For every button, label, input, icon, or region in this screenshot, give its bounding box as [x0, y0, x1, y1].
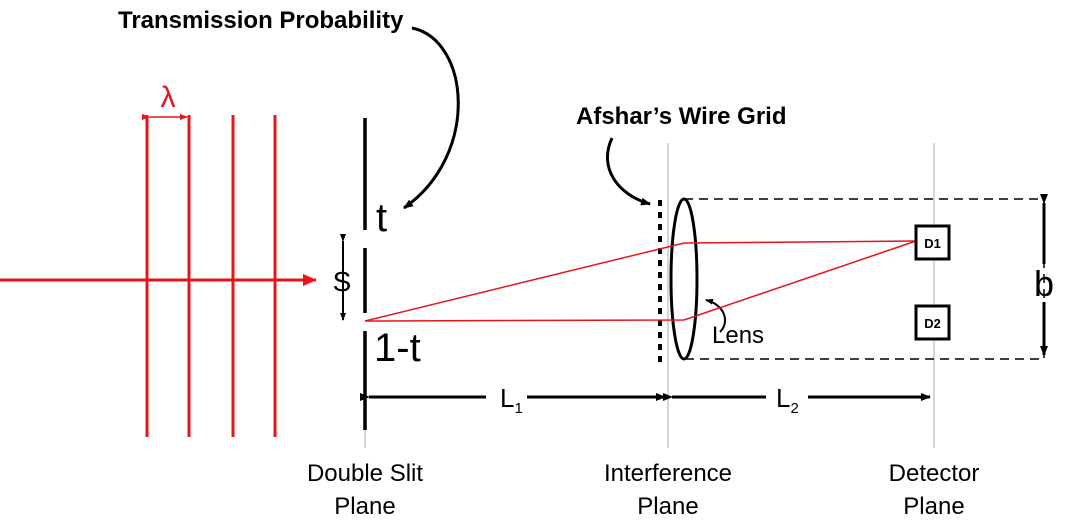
detection-region-box [684, 198, 1045, 360]
detector-d2-label: D2 [924, 316, 941, 331]
b-label: b [1034, 263, 1054, 304]
one-minus-t-label: 1-t [374, 326, 421, 370]
transmission-probability-label: Transmission Probability [118, 7, 404, 34]
transmission-arrow [403, 26, 460, 210]
lens [669, 197, 699, 361]
wavefronts [145, 115, 277, 437]
beam-paths [364, 240, 917, 322]
wavelength-label: λ [161, 81, 176, 114]
lens-label: Lens [712, 322, 764, 349]
l2-label: L2 [776, 383, 799, 417]
detector-d1-label: D1 [924, 236, 941, 251]
wire-grid-arrow [606, 137, 651, 206]
interference-caption-line2: Plane [637, 493, 698, 520]
t-label: t [376, 196, 387, 240]
detector-caption-line1: Detector [889, 460, 980, 487]
detector-caption-line2: Plane [903, 493, 964, 520]
lower-beam-path [364, 240, 917, 322]
slit-separation-label: S [333, 266, 352, 297]
upper-beam-path [364, 240, 917, 322]
lens-pointer-arrow [705, 298, 726, 333]
l1-label: L1 [500, 383, 523, 417]
double-slit-caption-line2: Plane [334, 493, 395, 520]
detector-d2 [914, 304, 951, 341]
detector-d1 [914, 224, 951, 261]
afshar-wire-grid-label: Afshar’s Wire Grid [576, 103, 787, 130]
double-slit-caption-line1: Double Slit [307, 460, 423, 487]
interference-caption-line1: Interference [604, 460, 732, 487]
